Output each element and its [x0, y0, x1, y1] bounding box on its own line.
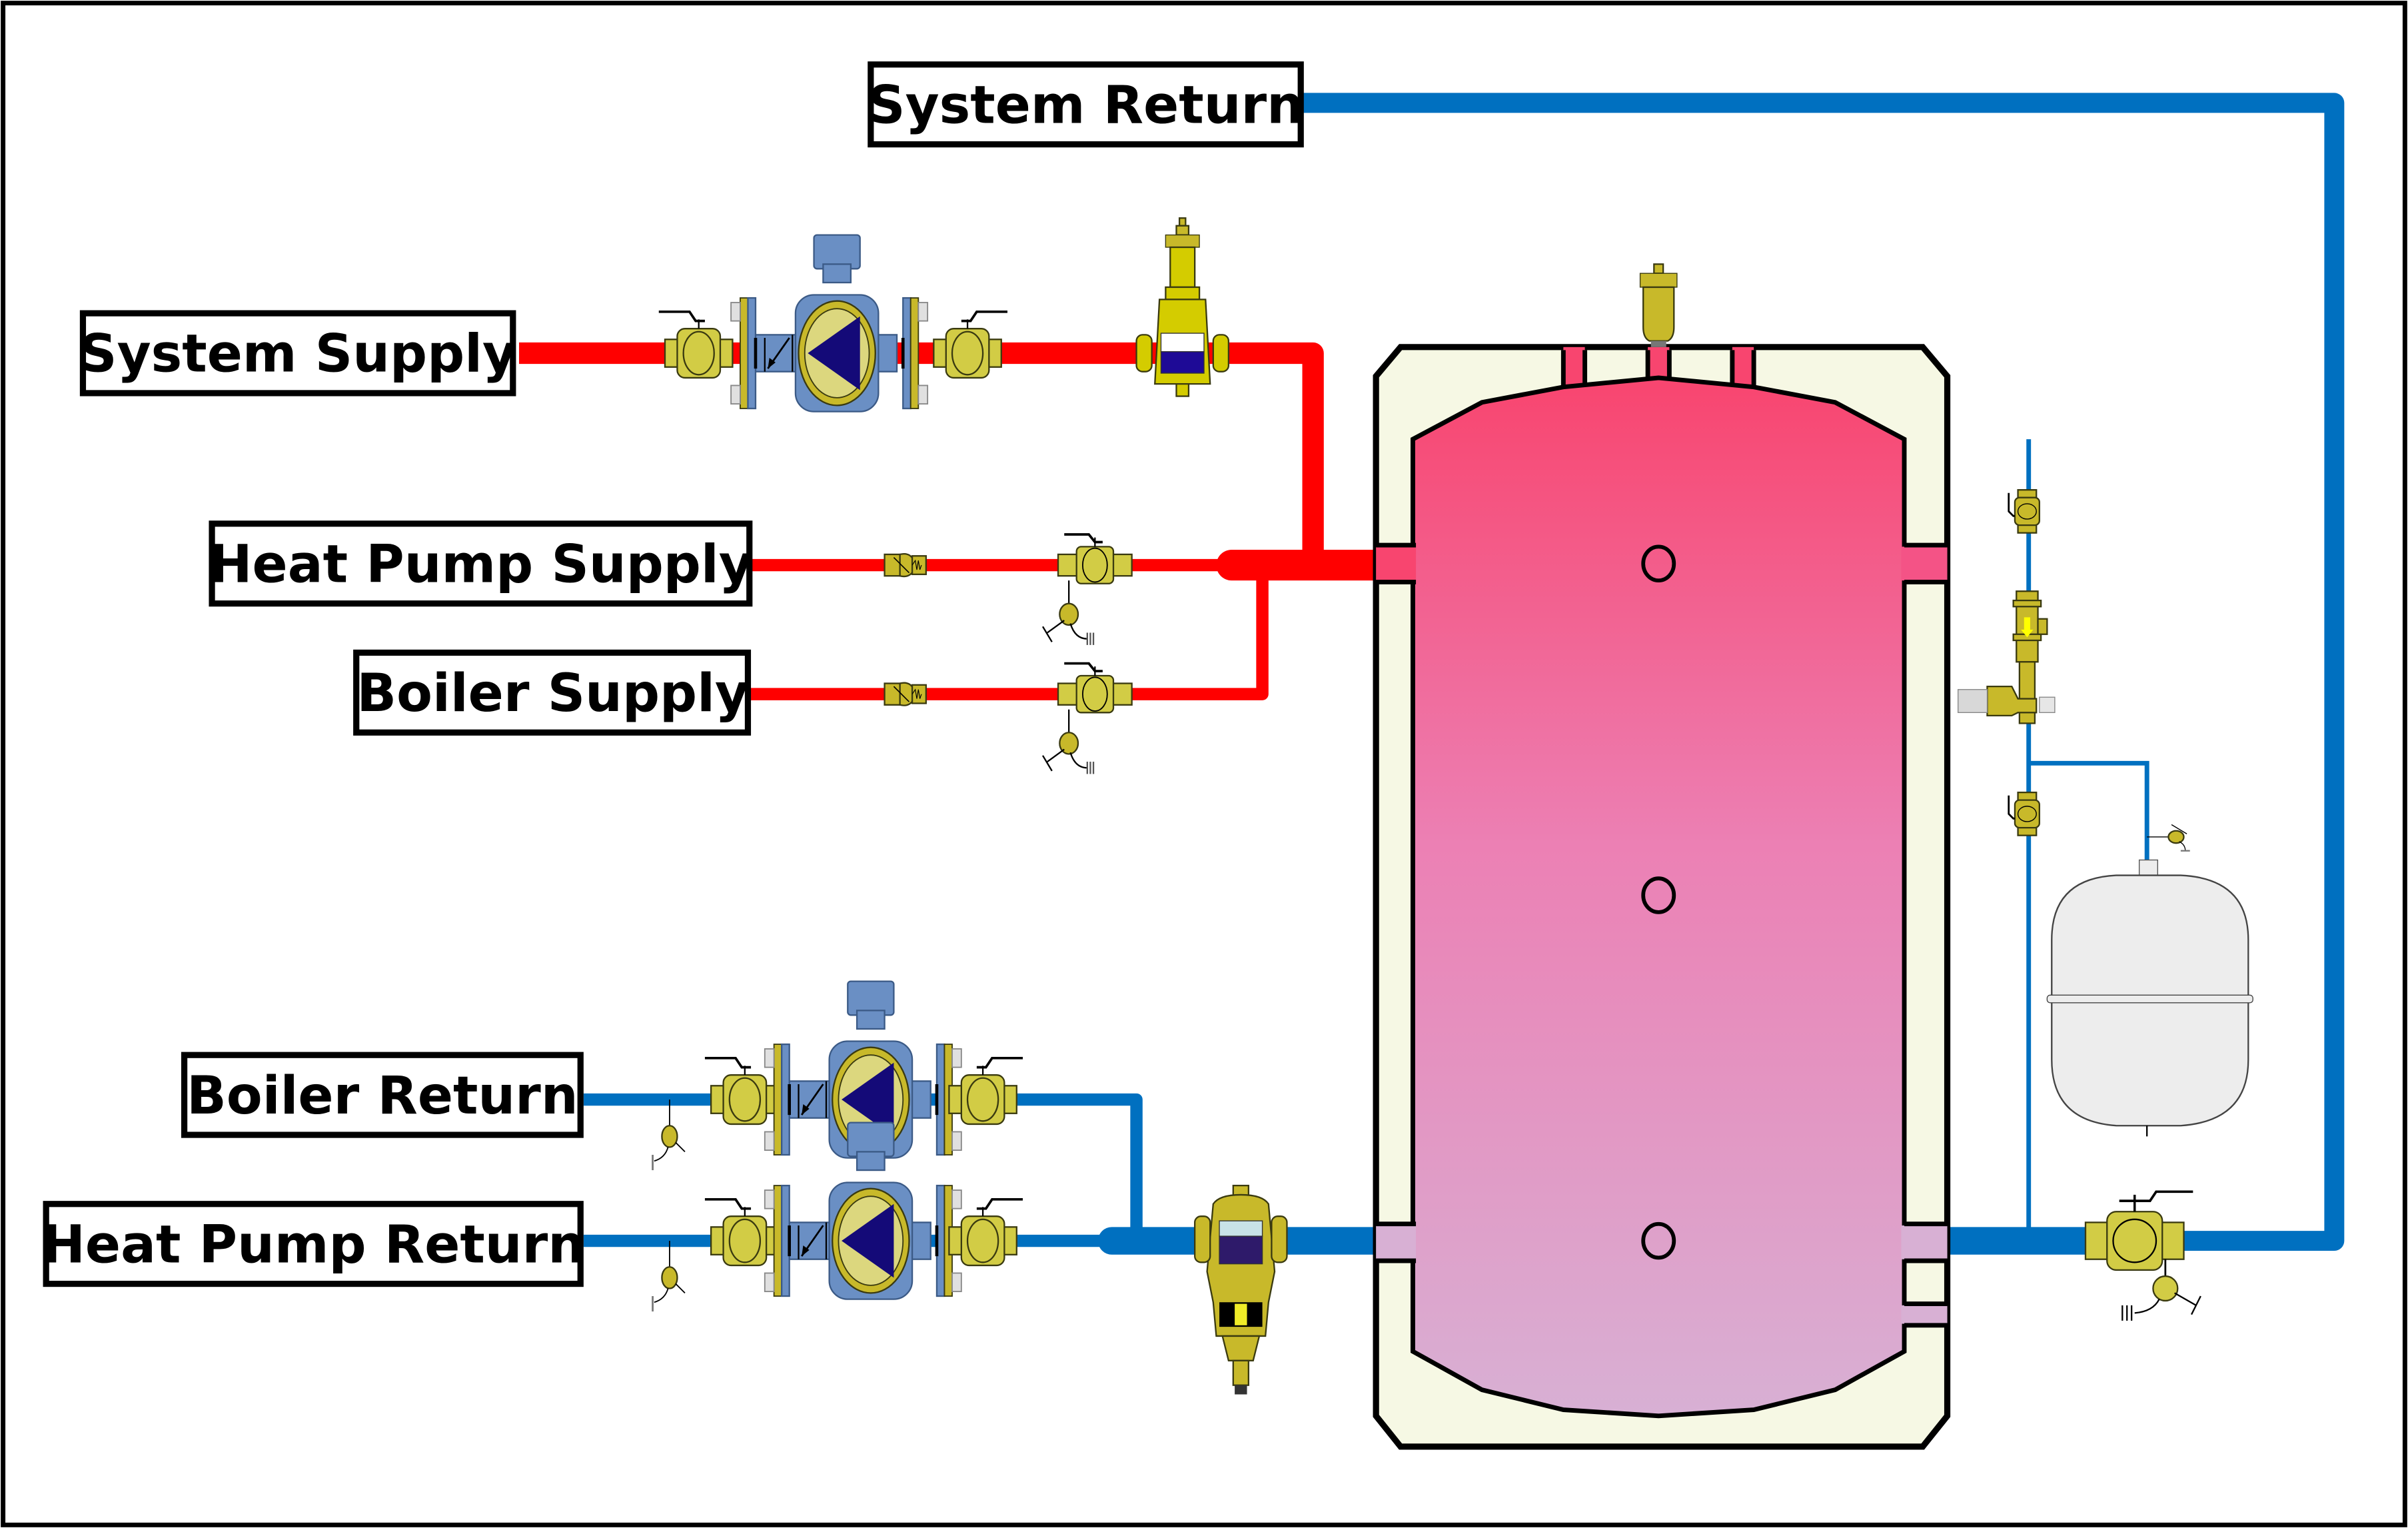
dirt-separator — [1194, 1184, 1288, 1395]
expansion-tank — [2046, 824, 2253, 1137]
tank-nozzle-upper-right — [1901, 546, 1948, 581]
label-heat-pump-supply: Heat Pump Supply — [209, 520, 753, 607]
fill-valve-assembly[interactable] — [1957, 590, 2056, 724]
boiler-supply-check-valve — [884, 682, 927, 706]
sensor-well-top — [1641, 544, 1676, 582]
label-heat-pump-return-text: Heat Pump Return — [41, 1214, 585, 1275]
system-return-purge-valve[interactable] — [2084, 1190, 2201, 1321]
system-return-pipe — [1302, 93, 2345, 1251]
boiler-return-purge-tee[interactable] — [652, 1100, 686, 1171]
tank-nozzle-upper-left — [1376, 546, 1417, 581]
hp-supply-purge-valve[interactable] — [1041, 533, 1133, 646]
tank-air-vent — [1639, 263, 1678, 347]
label-heat-pump-supply-text: Heat Pump Supply — [209, 534, 753, 594]
tank-water — [1411, 375, 1907, 1419]
label-boiler-supply: Boiler Supply — [353, 649, 752, 736]
tank-nozzle-lower-right — [1901, 1225, 1948, 1259]
label-boiler-supply-text: Boiler Supply — [356, 663, 749, 724]
label-boiler-return-text: Boiler Return — [187, 1066, 578, 1126]
tank-nozzle-drain-right — [1901, 1305, 1948, 1324]
tank-nozzle-lower-left — [1376, 1225, 1417, 1259]
hp-supply-check-valve — [884, 552, 927, 578]
label-heat-pump-return: Heat Pump Return — [41, 1201, 585, 1287]
label-system-supply-text: System Supply — [79, 324, 516, 384]
hp-return-purge-tee[interactable] — [652, 1241, 686, 1312]
system-supply-air-separator — [1135, 217, 1230, 397]
expansion-tank-pipe — [2028, 760, 2149, 860]
expansion-tank-gauge — [2147, 824, 2190, 852]
boiler-supply-purge-valve[interactable] — [1041, 662, 1133, 775]
label-boiler-return: Boiler Return — [181, 1052, 584, 1138]
sensor-well-bottom — [1641, 1221, 1676, 1260]
sensor-well-middle — [1641, 876, 1676, 914]
buffer-tank — [1373, 344, 1951, 1450]
label-system-return: System Return — [868, 61, 1304, 148]
label-system-return-text: System Return — [868, 75, 1304, 135]
label-system-supply: System Supply — [79, 310, 516, 396]
